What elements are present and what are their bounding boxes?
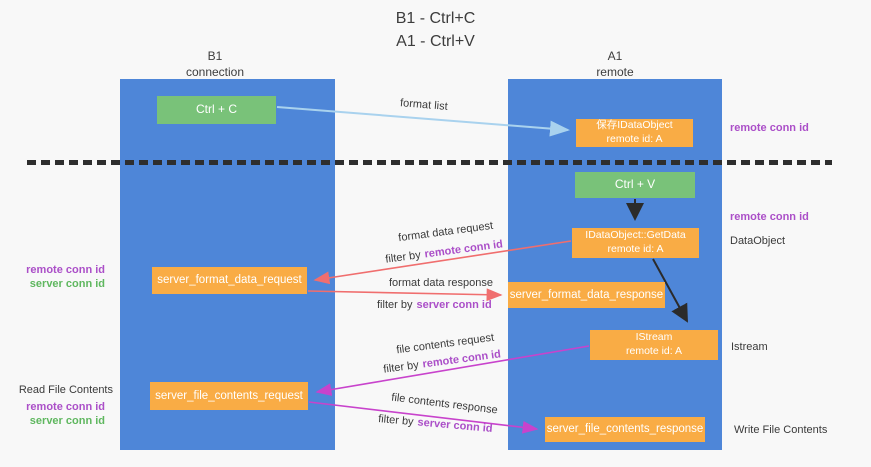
- getdata-line1: IDataObject::GetData: [585, 229, 686, 242]
- diagram-title: B1 - Ctrl+C A1 - Ctrl+V: [0, 7, 871, 53]
- filter-by-text: filter by: [382, 359, 420, 376]
- remote-conn-id-text: remote conn id: [421, 348, 502, 371]
- label-file-contents-response: file contents response: [390, 391, 499, 417]
- session-separator-line: [27, 160, 832, 165]
- node-save-idataobject: 保存IDataObject remote id: A: [576, 119, 693, 147]
- lane-b1-sub: connection: [185, 64, 245, 79]
- node-server-file-contents-request: server_file_contents_request: [150, 382, 308, 410]
- label-dataobject: DataObject: [730, 235, 786, 247]
- label-write-file-contents: Write File Contents: [734, 424, 828, 436]
- label-format-data-response: format data response: [389, 277, 493, 289]
- server-conn-id-text: server conn id: [417, 416, 493, 435]
- server-format-data-response-label: server_format_data_response: [509, 288, 664, 301]
- filter-by-text: filter by: [377, 299, 413, 311]
- getdata-line2: remote id: A: [607, 243, 664, 255]
- server-conn-id-text: server conn id: [416, 299, 492, 311]
- ctrl-v-label: Ctrl + V: [614, 177, 656, 192]
- server-file-contents-response-label: server_file_contents_response: [546, 423, 704, 436]
- label-format-list: format list: [399, 97, 449, 113]
- label-remote-conn-id-top-right: remote conn id: [730, 122, 809, 134]
- label-left2-server-conn-id: server conn id: [29, 415, 105, 427]
- istream-line1: IStream: [635, 331, 673, 344]
- remote-conn-id-text: remote conn id: [423, 238, 504, 261]
- label-left2-remote-conn-id: remote conn id: [26, 401, 105, 413]
- node-ctrl-c: Ctrl + C: [157, 96, 276, 124]
- save-idataobject-line2: remote id: A: [606, 133, 663, 145]
- lane-a1-name: A1: [607, 49, 623, 63]
- node-server-format-data-request: server_format_data_request: [152, 267, 307, 294]
- lane-a1-sub: remote: [596, 64, 634, 79]
- ctrl-c-label: Ctrl + C: [195, 102, 237, 117]
- title-line-1: B1 - Ctrl+C: [395, 10, 476, 27]
- label-read-file-contents: Read File Contents: [18, 384, 113, 396]
- lane-header-b1: B1 connection: [145, 49, 285, 80]
- node-server-format-data-response: server_format_data_response: [508, 282, 665, 308]
- lane-b1-name: B1: [207, 49, 223, 63]
- lane-header-a1: A1 remote: [545, 49, 685, 80]
- label-left1-remote-conn-id: remote conn id: [26, 264, 105, 276]
- filter-by-text: filter by: [384, 249, 422, 266]
- node-ctrl-v: Ctrl + V: [575, 172, 695, 198]
- title-line-2: A1 - Ctrl+V: [396, 33, 475, 51]
- arrow-format-data-response: [307, 288, 503, 302]
- server-file-contents-request-label: server_file_contents_request: [155, 389, 303, 402]
- node-istream: IStream remote id: A: [590, 330, 718, 360]
- node-server-file-contents-response: server_file_contents_response: [545, 417, 705, 442]
- filter-by-text: filter by: [377, 413, 415, 429]
- label-left1-server-conn-id: server conn id: [29, 278, 105, 290]
- label-remote-conn-id-mid-right: remote conn id: [730, 211, 809, 223]
- label-istream: Istream: [731, 341, 768, 353]
- server-format-data-request-label: server_format_data_request: [157, 274, 302, 287]
- save-idataobject-line1: 保存IDataObject: [596, 119, 673, 132]
- istream-line2: remote id: A: [625, 345, 683, 357]
- node-idataobject-getdata: IDataObject::GetData remote id: A: [572, 228, 699, 258]
